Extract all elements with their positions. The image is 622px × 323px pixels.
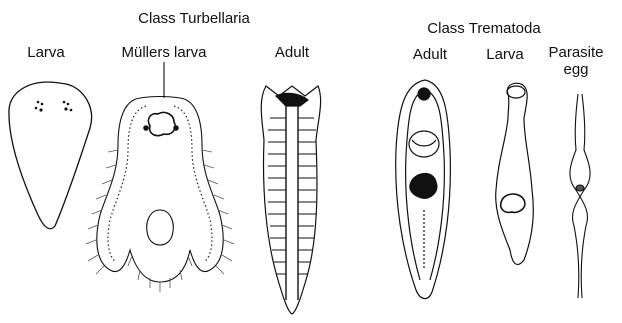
mullers-larva-drawing	[86, 62, 234, 292]
panel-label-parasite-egg: Parasite egg	[546, 44, 606, 78]
trematoda-larva-drawing	[496, 83, 534, 264]
group-title-trematoda: Class Trematoda	[427, 20, 540, 37]
trematoda-adult-drawing	[396, 80, 451, 299]
parasite-egg-drawing	[570, 94, 590, 298]
panel-label-trematoda-adult: Adult	[413, 46, 447, 63]
panel-label-mullers-larva: Müllers larva	[121, 44, 206, 61]
panel-label-trematoda-larva: Larva	[486, 46, 524, 63]
panel-label-turbellaria-larva: Larva	[27, 44, 65, 61]
panel-label-turbellaria-adult: Adult	[275, 44, 309, 61]
group-title-turbellaria: Class Turbellaria	[138, 10, 250, 27]
turbellaria-larva-drawing	[9, 82, 92, 229]
turbellaria-adult-drawing	[261, 86, 320, 314]
